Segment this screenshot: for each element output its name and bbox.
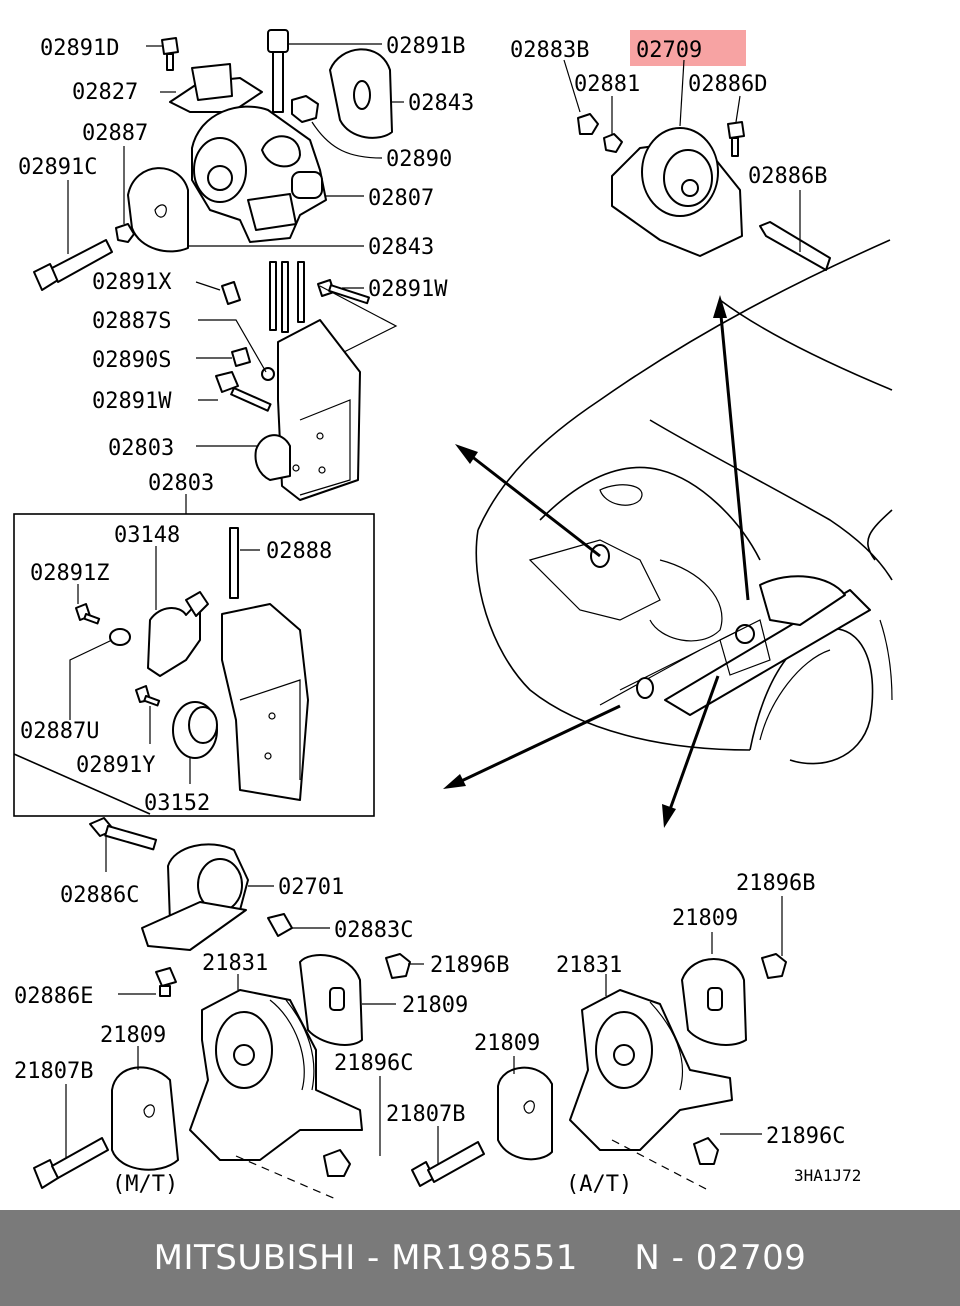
label-02709: 02709 — [636, 38, 702, 63]
label-21896B-mid: 21896B — [430, 953, 509, 978]
label-21831-right: 21831 — [556, 953, 622, 978]
label-02891B: 02891B — [386, 34, 465, 59]
footer-bar: MITSUBISHI - MR198551 N - 02709 — [0, 1210, 960, 1306]
label-02886C: 02886C — [60, 883, 139, 908]
label-02883C: 02883C — [334, 918, 413, 943]
footer-part-info: MITSUBISHI - MR198551 N - 02709 — [153, 1238, 807, 1278]
label-02886E: 02886E — [14, 984, 93, 1009]
label-02891W: 02891W — [92, 389, 172, 414]
highlight-02709 — [630, 30, 746, 66]
label-02891C: 02891C — [18, 155, 97, 180]
car-body-illustration — [475, 239, 893, 765]
label-21809-mid-left: 21809 — [474, 1031, 540, 1056]
label-02891Z: 02891Z — [30, 561, 109, 586]
mount-02709-illustration — [577, 113, 831, 271]
label-02891X: 02891X — [92, 270, 172, 295]
label-mt: (M/T) — [112, 1172, 178, 1197]
label-02886B: 02886B — [748, 164, 827, 189]
label-02883B: 02883B — [510, 38, 589, 63]
mount-02803-assembly — [215, 261, 370, 501]
label-02891Y: 02891Y — [76, 753, 155, 778]
label-21831-left: 21831 — [202, 951, 268, 976]
label-21807B-left: 21807B — [14, 1059, 93, 1084]
label-21809-mid: 21809 — [402, 993, 468, 1018]
mount-02701-illustration — [89, 817, 293, 951]
label-21896C-right: 21896C — [766, 1124, 845, 1149]
label-03148: 03148 — [114, 523, 180, 548]
label-21896B-right: 21896B — [736, 871, 815, 896]
label-02881: 02881 — [574, 72, 640, 97]
label-diagram-code: 3HA1J72 — [794, 1166, 861, 1185]
label-02886D: 02886D — [688, 72, 767, 97]
label-02887S: 02887S — [92, 309, 171, 334]
engine-mount-exploded-diagram: 02891D 02891B 02883B 02709 02827 02843 0… — [13, 29, 893, 1201]
location-arrows — [443, 295, 750, 828]
label-03152: 03152 — [144, 791, 210, 816]
leader-lines — [65, 43, 801, 1164]
label-02891D: 02891D — [40, 36, 119, 61]
detail-box-02803 — [13, 513, 375, 817]
label-21807B-mid: 21807B — [386, 1102, 465, 1127]
label-02807: 02807 — [368, 186, 434, 211]
label-02891W-top: 02891W — [368, 277, 448, 302]
label-02803-a: 02803 — [108, 436, 174, 461]
label-21809-left: 21809 — [100, 1023, 166, 1048]
label-02803-b: 02803 — [148, 471, 214, 496]
label-02890: 02890 — [386, 147, 452, 172]
part-labels: 02891D 02891B 02883B 02709 02827 02843 0… — [14, 34, 861, 1197]
at-mount-illustration — [411, 953, 787, 1191]
label-02887U: 02887U — [20, 719, 99, 744]
mt-mount-illustration — [33, 953, 411, 1201]
label-02890S: 02890S — [92, 348, 171, 373]
label-21809-right: 21809 — [672, 906, 738, 931]
label-02888: 02888 — [266, 539, 332, 564]
label-21896C-mid: 21896C — [334, 1051, 413, 1076]
label-02843-lower: 02843 — [368, 235, 434, 260]
label-02701: 02701 — [278, 875, 344, 900]
top-left-mount-assembly — [33, 29, 393, 291]
label-02887: 02887 — [82, 121, 148, 146]
mount-03148-detail — [75, 527, 309, 801]
label-02843-top: 02843 — [408, 91, 474, 116]
label-02827: 02827 — [72, 80, 138, 105]
label-at: (A/T) — [566, 1172, 632, 1197]
